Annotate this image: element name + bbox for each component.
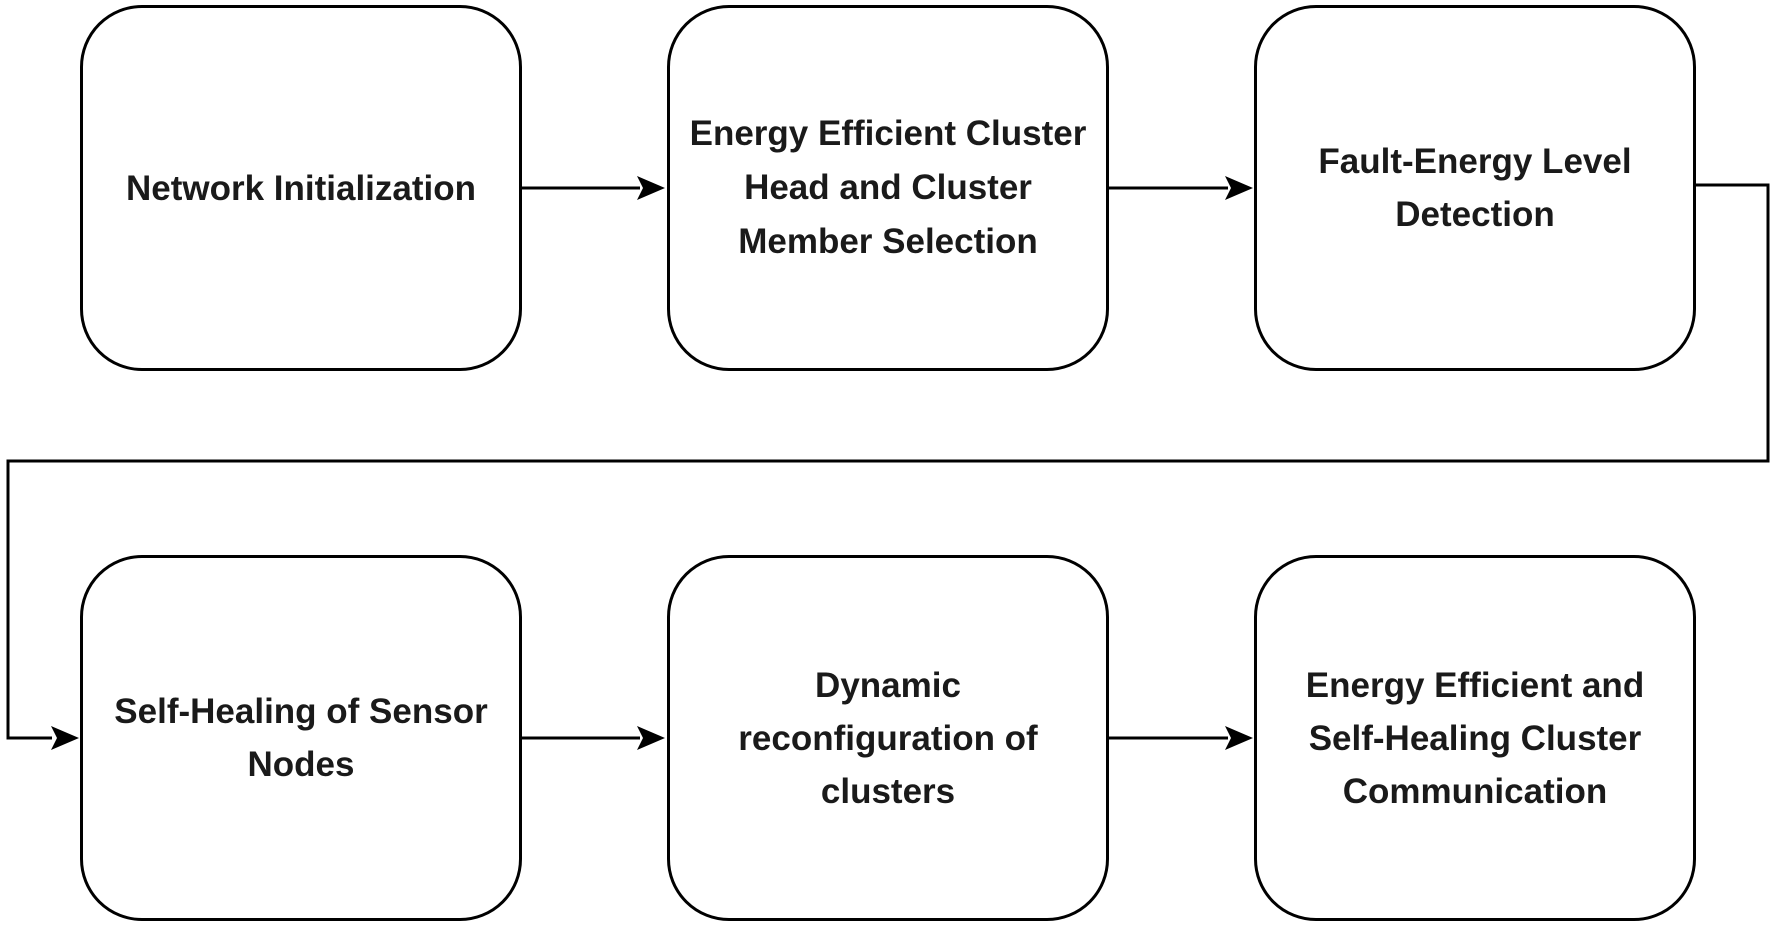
step-fault-energy-detection: Fault-Energy Level Detection bbox=[1254, 5, 1696, 371]
step-label: Fault-Energy Level Detection bbox=[1318, 142, 1632, 234]
step-label: Network Initialization bbox=[125, 168, 477, 208]
connector-fault-detection-to-self-healing bbox=[6, 183, 1770, 740]
arrowhead-self-healing bbox=[51, 726, 79, 750]
step-label: Energy Efficient and Self-Healing Cluste… bbox=[1305, 665, 1645, 811]
step-label: Self-Healing of Sensor Nodes bbox=[114, 692, 488, 784]
step-label: Dynamic reconfiguration of clusters bbox=[738, 665, 1038, 811]
arrowhead-ch-selection bbox=[637, 176, 665, 200]
step-network-initialization: Network Initialization bbox=[80, 5, 522, 371]
step-cluster-head-selection: Energy Efficient Cluster Head and Cluste… bbox=[667, 5, 1109, 371]
arrowhead-communication bbox=[1225, 726, 1253, 750]
step-dynamic-reconfiguration: Dynamic reconfiguration of clusters bbox=[667, 555, 1109, 921]
step-label: Energy Efficient Cluster Head and Cluste… bbox=[689, 114, 1087, 261]
step-cluster-communication: Energy Efficient and Self-Healing Cluste… bbox=[1254, 555, 1696, 921]
arrowhead-reconfiguration bbox=[637, 726, 665, 750]
arrowhead-fault-detection bbox=[1225, 176, 1253, 200]
step-self-healing: Self-Healing of Sensor Nodes bbox=[80, 555, 522, 921]
